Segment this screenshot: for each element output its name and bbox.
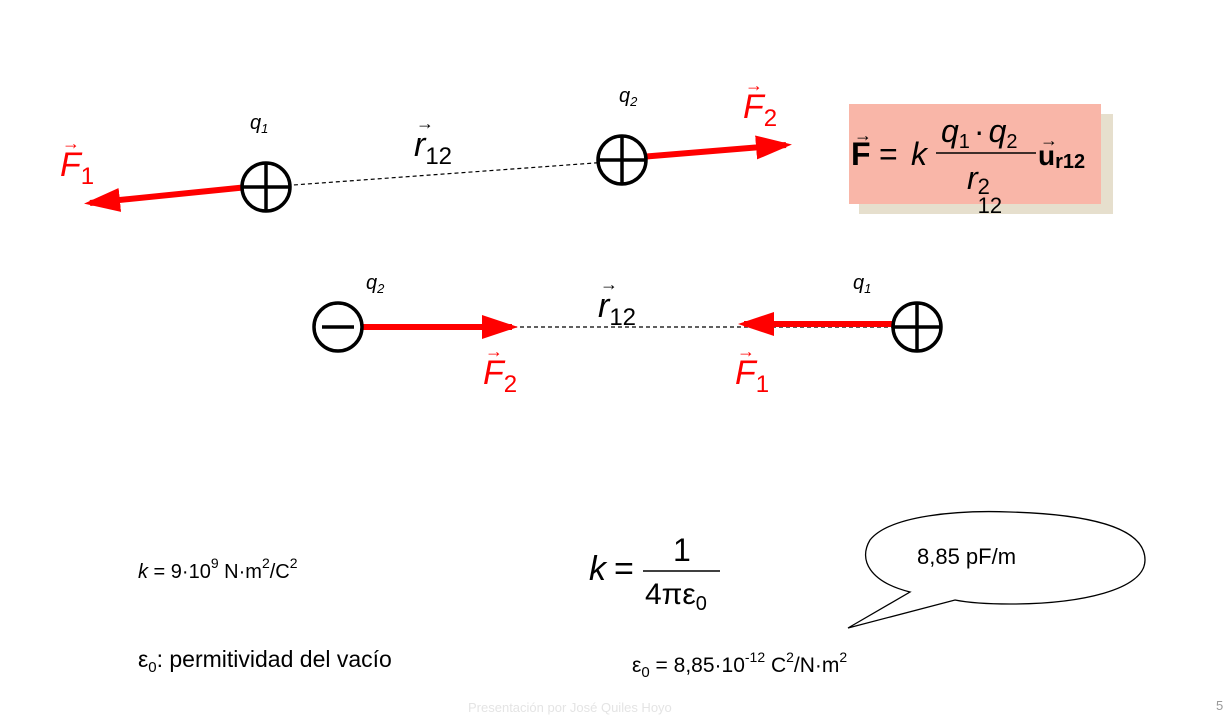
footer-credit: Presentación por José Quiles Hoyo bbox=[468, 700, 672, 715]
top-q1-label: q1 bbox=[250, 112, 269, 136]
k-value-text: k = 9·109 N·m2/C2 bbox=[138, 555, 298, 583]
formula-numerator: q1·q2 bbox=[941, 113, 1018, 153]
bottom-negative-charge-q2 bbox=[312, 301, 364, 353]
bottom-q2-label: q2 bbox=[366, 272, 385, 296]
top-positive-charge-q2 bbox=[596, 134, 648, 186]
callout-text: 8,85 pF/m bbox=[917, 544, 1017, 569]
bottom-r12-label: →r12 bbox=[598, 274, 637, 331]
top-q2-label: q2 bbox=[619, 85, 638, 109]
formula-equals: = bbox=[879, 136, 898, 172]
top-force-arrow-f1 bbox=[84, 184, 249, 212]
callout-bubble bbox=[847, 510, 1146, 629]
formula-box bbox=[849, 104, 1101, 204]
k-formula-k: k bbox=[589, 550, 606, 588]
bottom-f1-label: →F1 bbox=[735, 341, 770, 398]
epsilon-value: ε0 = 8,85·10-12 C2/N·m2 bbox=[632, 649, 848, 681]
k-formula-denominator: 4πε0 bbox=[645, 578, 707, 615]
epsilon-label: ε0: permitividad del vacío bbox=[138, 646, 392, 676]
k-formula-equals: = bbox=[614, 550, 634, 588]
bottom-q1-label: q1 bbox=[853, 272, 872, 296]
page-number: 5 bbox=[1216, 698, 1224, 713]
formula-F: →F bbox=[851, 125, 872, 172]
formula-k: k bbox=[911, 136, 927, 172]
top-force-arrow-f2 bbox=[639, 135, 792, 160]
top-f1-label: →F1 bbox=[60, 133, 95, 190]
formula-unit-vector: →ur12 bbox=[1038, 130, 1086, 173]
top-separation-line bbox=[265, 160, 623, 188]
bottom-f2-label: →F2 bbox=[483, 341, 518, 398]
bottom-positive-charge-q1 bbox=[891, 301, 943, 353]
top-r12-label: →r12 bbox=[414, 113, 453, 170]
k-formula-numerator: 1 bbox=[673, 532, 691, 568]
top-f2-label: →F2 bbox=[743, 75, 778, 132]
top-positive-charge-q1 bbox=[240, 161, 292, 213]
